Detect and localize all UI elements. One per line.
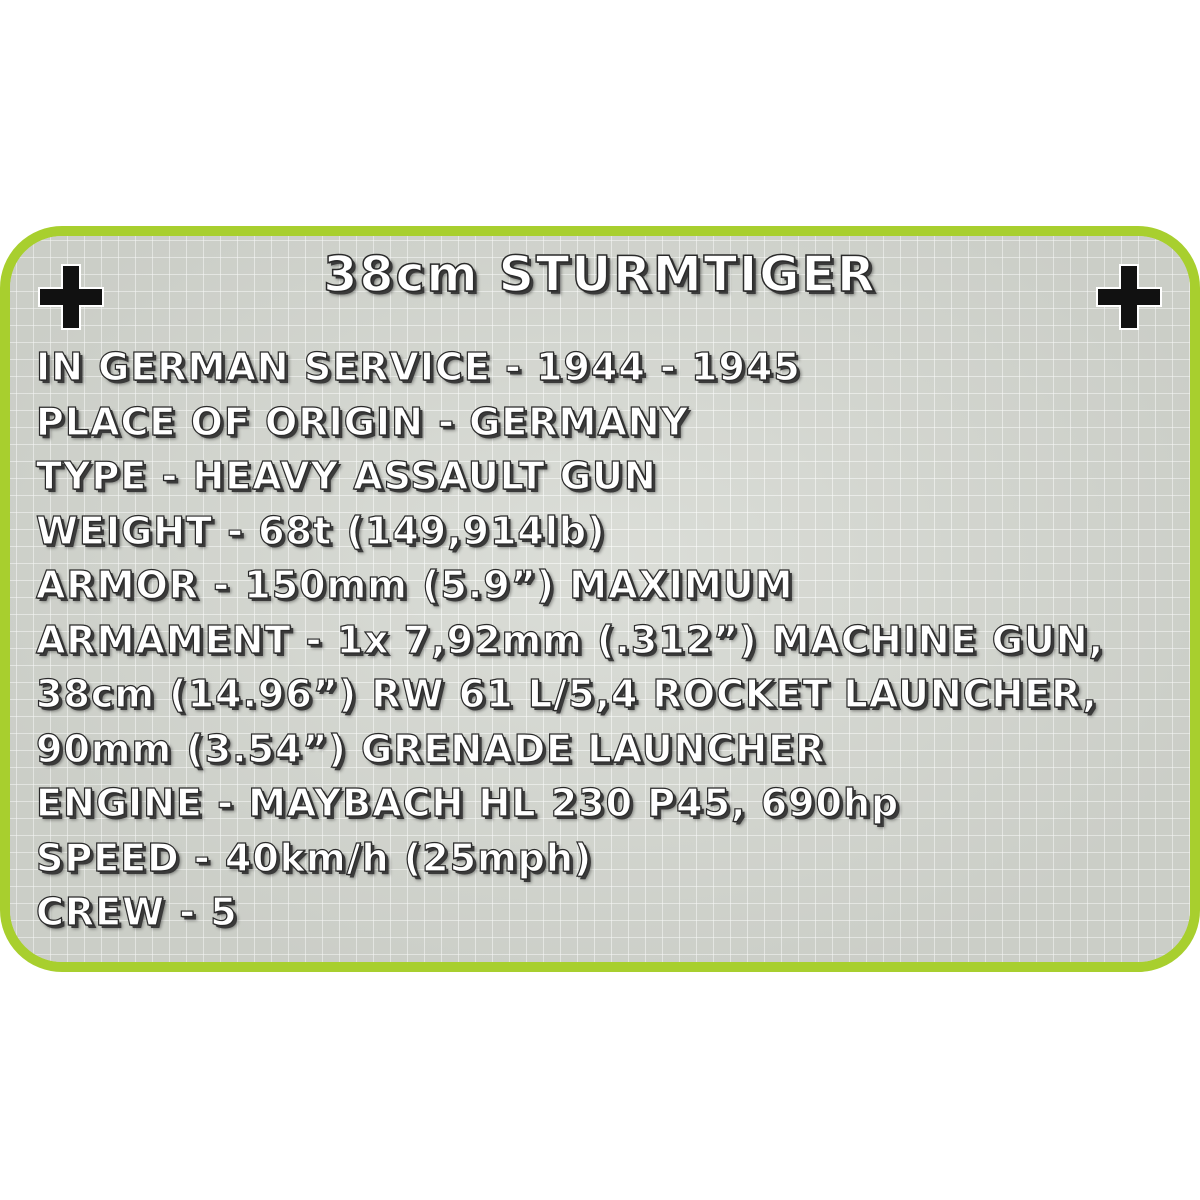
spec-crew: CREW - 5 [35, 889, 238, 934]
iron-cross-icon [1098, 266, 1160, 328]
spec-type: TYPE - HEAVY ASSAULT GUN [35, 453, 657, 498]
spec-list: IN GERMAN SERVICE - 1944 - 1945 PLACE OF… [35, 340, 1105, 940]
spec-origin: PLACE OF ORIGIN - GERMANY [35, 399, 690, 444]
spec-service: IN GERMAN SERVICE - 1944 - 1945 [35, 344, 801, 389]
card-title: 38cm STURMTIGER [323, 245, 877, 304]
grid-background [10, 236, 1190, 962]
spec-armament-continued: 90mm (3.54”) GRENADE LAUNCHER [35, 726, 826, 771]
spec-engine: ENGINE - MAYBACH HL 230 P45, 690hp [35, 780, 900, 825]
spec-armor: ARMOR - 150mm (5.9”) MAXIMUM [35, 562, 794, 607]
spec-armament: ARMAMENT - 1x 7,92mm (.312”) MACHINE GUN… [35, 617, 1105, 662]
spec-speed: SPEED - 40km/h (25mph) [35, 835, 593, 880]
spec-armament-continued: 38cm (14.96”) RW 61 L/5,4 ROCKET LAUNCHE… [35, 671, 1098, 716]
spec-card: 38cm STURMTIGER IN GERMAN SERVICE - 1944… [0, 226, 1200, 972]
spec-weight: WEIGHT - 68t (149,914lb) [35, 508, 606, 553]
iron-cross-icon [40, 266, 102, 328]
